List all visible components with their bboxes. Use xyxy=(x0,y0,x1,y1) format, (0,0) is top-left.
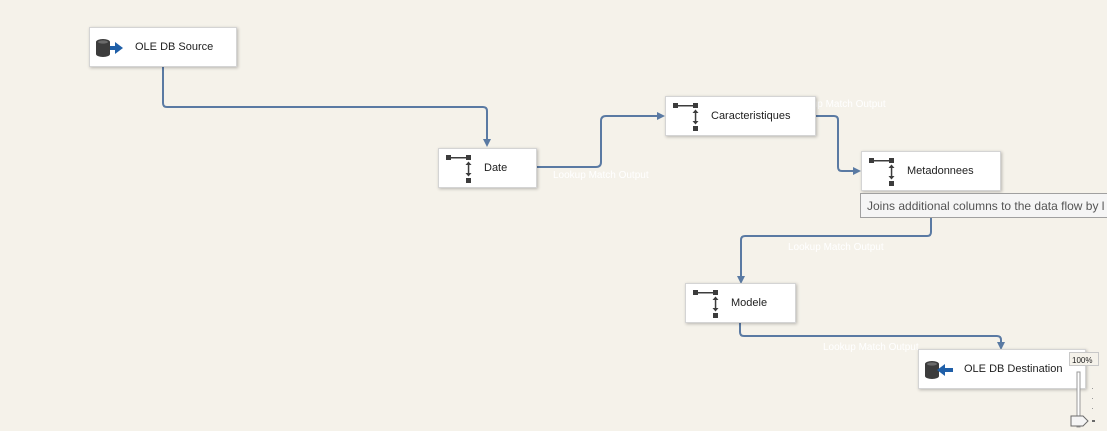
zoom-level-box xyxy=(1069,352,1099,366)
date-lookup-component[interactable]: Date xyxy=(438,148,537,188)
ole-db-source-component[interactable]: OLE DB Source xyxy=(89,27,237,67)
zoom-slider-thumb-icon xyxy=(1070,415,1089,427)
ole-db-destination-component[interactable]: OLE DB Destination xyxy=(918,349,1086,389)
date-label: Date xyxy=(484,162,508,174)
caracteristiques-label: Caracteristiques xyxy=(711,110,791,122)
modele-label: Modele xyxy=(731,297,768,309)
caracteristiques-lookup-component[interactable]: Caracteristiques xyxy=(665,96,816,136)
destination-database-icon xyxy=(925,361,953,379)
ole-db-source-label: OLE DB Source xyxy=(135,41,214,53)
metadonnees-lookup-component[interactable]: Metadonnees xyxy=(861,151,1001,191)
connector-caracteristiques-to-metadonnees[interactable] xyxy=(816,115,861,175)
zoom-level-label: 100% xyxy=(1072,356,1093,365)
modele-lookup-component[interactable]: Modele xyxy=(685,283,796,323)
lookup-icon xyxy=(693,290,719,318)
connector-metadonnees-to-modele[interactable] xyxy=(737,218,932,284)
source-database-icon xyxy=(96,39,123,57)
lookup-icon xyxy=(446,155,472,183)
connector-modele-to-destination[interactable] xyxy=(739,322,1005,350)
metadonnees-label: Metadonnees xyxy=(907,165,974,177)
component-tooltip: Joins additional columns to the data flo… xyxy=(860,193,1107,218)
connector-date-to-caracteristiques[interactable] xyxy=(537,112,665,168)
zoom-slider[interactable] xyxy=(1068,368,1098,431)
lookup-icon xyxy=(869,158,895,186)
connector-source-to-date[interactable] xyxy=(162,67,491,147)
lookup-icon xyxy=(673,103,699,131)
ole-db-destination-label: OLE DB Destination xyxy=(964,363,1063,375)
